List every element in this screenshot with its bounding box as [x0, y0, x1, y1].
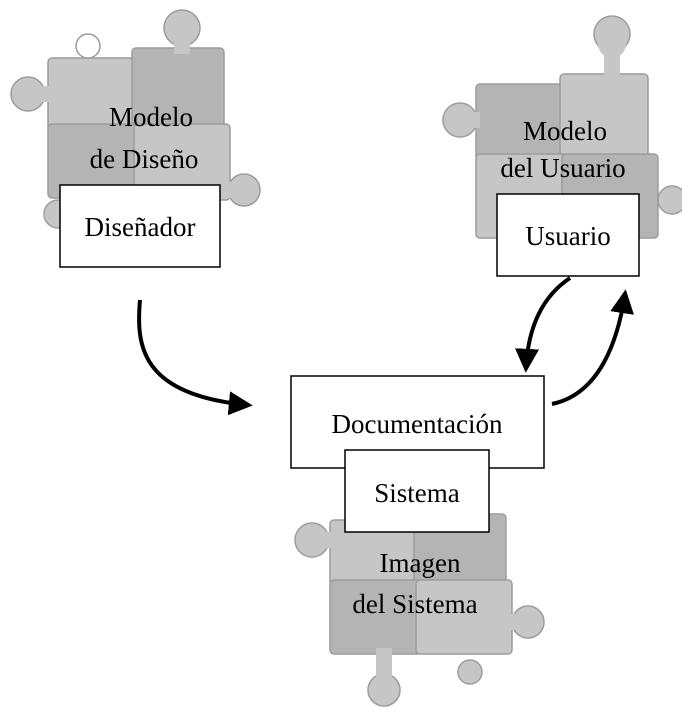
documentation-box-label: Documentación: [332, 409, 503, 439]
system-box: [344, 449, 490, 533]
designer-box: [59, 184, 221, 268]
documentation-to-user-arrow: [551, 289, 634, 406]
designer-box-label: Diseñador: [85, 212, 196, 242]
user-box-label: Usuario: [525, 221, 610, 251]
user-to-documentation-arrow: [515, 276, 572, 373]
user-model-title-line2: del Usuario: [500, 153, 625, 183]
system-image-title-line1: Imagen: [380, 548, 461, 578]
system-box-label: Sistema: [374, 478, 460, 508]
user-model-title-line1: Modelo: [523, 116, 607, 146]
user-box: [496, 193, 640, 277]
system-image-title-line2: del Sistema: [352, 589, 477, 619]
designer-to-documentation-arrow: [137, 299, 253, 416]
designer-model-puzzle: [10, 9, 261, 229]
designer-model-title-line2: de Diseño: [90, 144, 199, 174]
designer-model-title-line1: Modelo: [109, 102, 193, 132]
